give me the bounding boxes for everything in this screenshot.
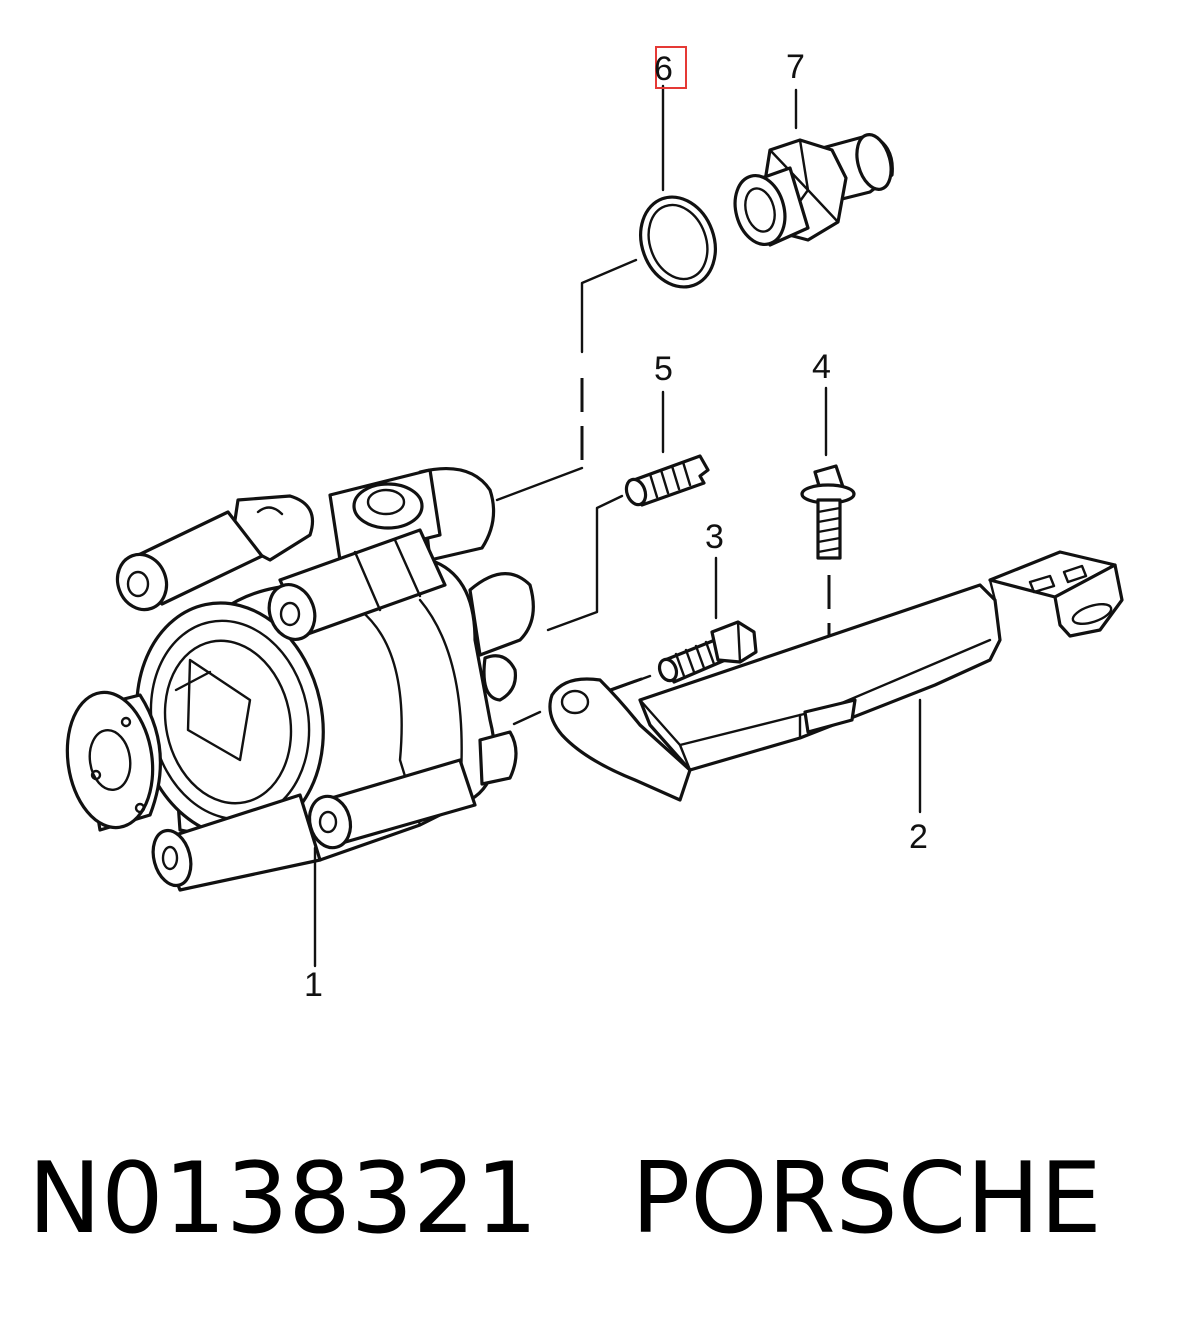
bracket-part-2[interactable] — [548, 550, 1124, 814]
leader-dashed-bracket — [609, 674, 651, 692]
callout-6-highlight-box — [655, 46, 687, 89]
bolt-part-3[interactable] — [656, 556, 758, 684]
sealing-ring-part-6[interactable] — [628, 84, 727, 298]
leader-ring-to-pump — [580, 258, 638, 354]
callout-7[interactable]: 7 — [786, 48, 805, 86]
callout-1[interactable]: 1 — [304, 966, 323, 1004]
callout-3[interactable]: 3 — [705, 518, 724, 556]
callout-2[interactable]: 2 — [909, 818, 928, 856]
leader-bracket-to-pump — [512, 710, 542, 726]
brand-name: PORSCHE — [631, 1142, 1102, 1256]
callout-5[interactable]: 5 — [654, 350, 673, 388]
part-number: N0138321 — [28, 1142, 538, 1256]
stud-part-5[interactable] — [623, 390, 710, 507]
leader-ring-end — [495, 466, 584, 502]
flange-bolt-part-4[interactable] — [800, 386, 856, 560]
callout-6[interactable]: 6 — [654, 50, 673, 88]
leader-stud-to-pump — [546, 494, 624, 632]
part-caption: N0138321 PORSCHE — [28, 1150, 1102, 1248]
hose-fitting-part-7[interactable] — [728, 88, 897, 250]
power-steering-pump-part-1[interactable] — [59, 466, 535, 968]
callout-4[interactable]: 4 — [812, 348, 831, 386]
